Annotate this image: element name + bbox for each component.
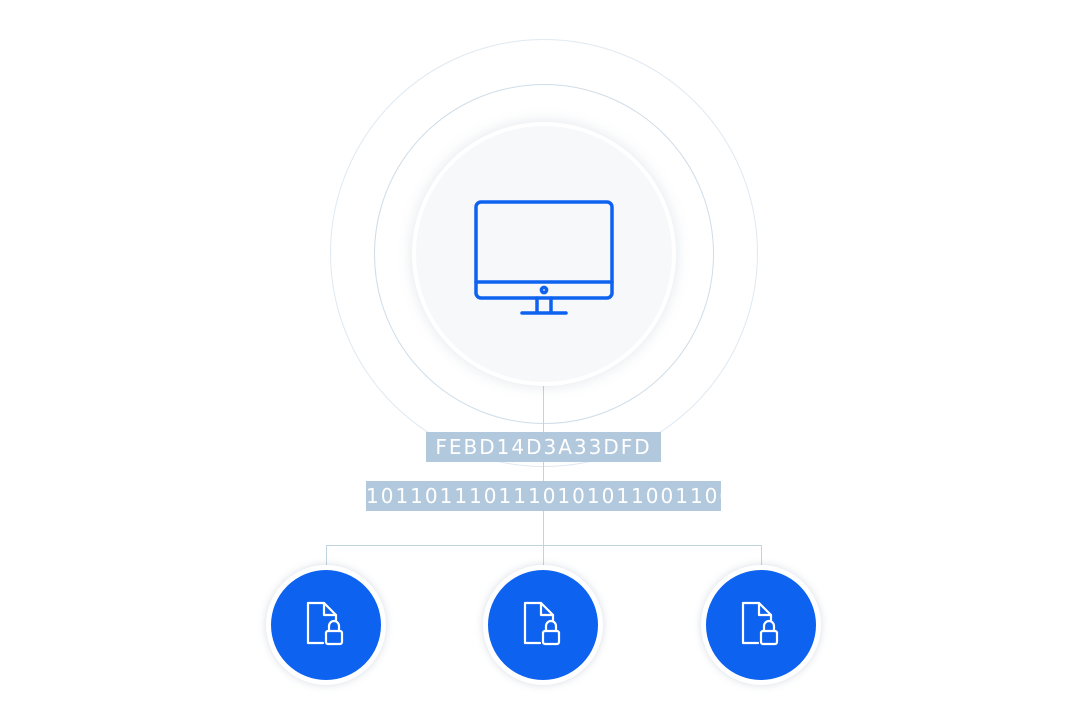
encrypted-file-node-1 [266,565,386,685]
locked-file-icon [306,601,344,646]
connector-horizontal [326,545,762,546]
connector-right-drop [761,545,762,567]
locked-file-icon [523,601,561,646]
encrypted-file-node-3 [701,565,821,685]
binary-code-label: 10110111011101010110011000 [366,481,721,511]
encrypted-file-node-2 [483,565,603,685]
desktop-monitor-icon [474,200,614,315]
middle-ring [374,84,714,424]
computer-node [412,122,676,386]
hex-code-label: FEBD14D3A33DFD [426,432,661,462]
connector-vertical-main [543,384,544,566]
outer-ring [330,39,758,467]
locked-file-icon [741,601,779,646]
connector-left-drop [326,545,327,567]
